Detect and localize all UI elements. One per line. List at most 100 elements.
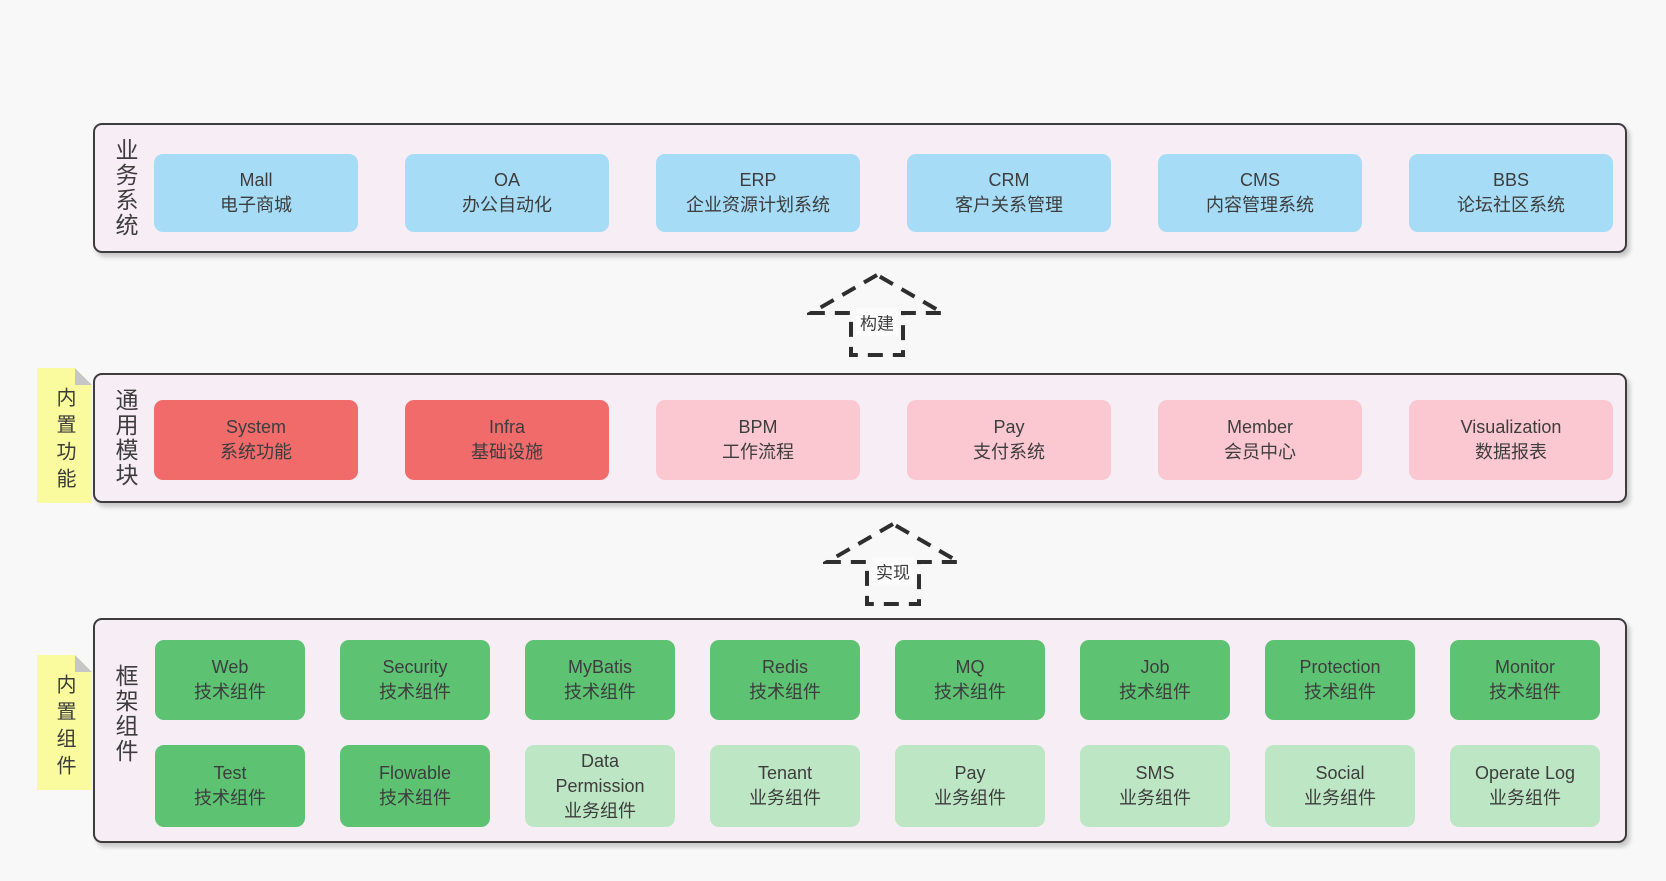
box-title: CRM xyxy=(988,170,1030,190)
box-title: BBS xyxy=(1492,170,1530,190)
box-social: Social 业务组件 xyxy=(1265,745,1415,827)
box-security: Security 技术组件 xyxy=(340,640,490,720)
box-bbs: BBS 论坛社区系统 xyxy=(1409,154,1613,232)
box-subtitle: 电子商城 xyxy=(220,195,292,215)
box-subtitle: 业务组件 xyxy=(934,788,1006,808)
box-pay-module: Pay 支付系统 xyxy=(907,400,1111,480)
box-subtitle: 论坛社区系统 xyxy=(1457,195,1565,215)
box-title: Social xyxy=(1315,763,1365,783)
box-title: Web xyxy=(211,657,249,677)
panel-framework-components: 框架组件 Web 技术组件 Security 技术组件 MyBatis 技术组件… xyxy=(93,618,1627,843)
box-monitor: Monitor 技术组件 xyxy=(1450,640,1600,720)
box-test: Test 技术组件 xyxy=(155,745,305,827)
folded-corner-icon xyxy=(75,368,92,385)
box-flowable: Flowable 技术组件 xyxy=(340,745,490,827)
box-subtitle: 技术组件 xyxy=(379,788,451,808)
box-pay-component: Pay 业务组件 xyxy=(895,745,1045,827)
box-subtitle: 技术组件 xyxy=(194,788,266,808)
box-job: Job 技术组件 xyxy=(1080,640,1230,720)
box-subtitle: 技术组件 xyxy=(1119,682,1191,702)
dashed-up-arrow-icon xyxy=(807,272,947,357)
box-protection: Protection 技术组件 xyxy=(1265,640,1415,720)
common-modules-row: System 系统功能 Infra 基础设施 BPM 工作流程 Pay 支付系统… xyxy=(154,400,1613,480)
box-subtitle: 系统功能 xyxy=(220,442,292,462)
implement-arrow: 实现 xyxy=(823,520,963,608)
dashed-up-arrow-icon xyxy=(823,521,963,606)
box-erp: ERP 企业资源计划系统 xyxy=(656,154,860,232)
box-title: BPM xyxy=(738,417,778,437)
box-title: Data Permission xyxy=(555,750,645,796)
box-mall: Mall 电子商城 xyxy=(154,154,358,232)
box-visualization: Visualization 数据报表 xyxy=(1409,400,1613,480)
box-bpm: BPM 工作流程 xyxy=(656,400,860,480)
box-title: System xyxy=(225,417,286,437)
box-title: Tenant xyxy=(757,763,813,783)
box-subtitle: 内容管理系统 xyxy=(1206,195,1314,215)
box-subtitle: 数据报表 xyxy=(1475,442,1547,462)
box-title: Security xyxy=(382,657,448,677)
box-crm: CRM 客户关系管理 xyxy=(907,154,1111,232)
box-subtitle: 技术组件 xyxy=(1304,682,1376,702)
panel-label: 框架组件 xyxy=(112,664,138,764)
box-title: Operate Log xyxy=(1474,763,1576,783)
box-subtitle: 会员中心 xyxy=(1224,442,1296,462)
business-systems-row: Mall 电子商城 OA 办公自动化 ERP 企业资源计划系统 CRM 客户关系… xyxy=(154,154,1613,232)
box-title: Monitor xyxy=(1494,657,1556,677)
sticky-note-built-in-components: 内置组件 xyxy=(37,655,92,790)
panel-business-systems: 业务系统 Mall 电子商城 OA 办公自动化 ERP 企业资源计划系统 CRM… xyxy=(93,123,1627,253)
box-subtitle: 技术组件 xyxy=(749,682,821,702)
box-subtitle: 企业资源计划系统 xyxy=(686,195,830,215)
box-title: Pay xyxy=(954,763,986,783)
box-title: CMS xyxy=(1240,170,1280,190)
sticky-note-built-in-features: 内置功能 xyxy=(37,368,92,503)
arrow-label: 构建 xyxy=(856,308,898,336)
box-oa: OA 办公自动化 xyxy=(405,154,609,232)
box-subtitle: 技术组件 xyxy=(564,682,636,702)
folded-corner-icon xyxy=(75,655,92,672)
box-title: ERP xyxy=(739,170,777,190)
box-infra: Infra 基础设施 xyxy=(405,400,609,480)
box-subtitle: 技术组件 xyxy=(934,682,1006,702)
box-title: Infra xyxy=(488,417,526,437)
box-title: Protection xyxy=(1299,657,1381,677)
box-title: Pay xyxy=(993,417,1025,437)
box-tenant: Tenant 业务组件 xyxy=(710,745,860,827)
box-mq: MQ 技术组件 xyxy=(895,640,1045,720)
box-subtitle: 技术组件 xyxy=(194,682,266,702)
box-redis: Redis 技术组件 xyxy=(710,640,860,720)
box-title: MQ xyxy=(955,657,985,677)
box-title: Mall xyxy=(239,170,273,190)
box-title: Test xyxy=(213,763,247,783)
panel-label: 业务系统 xyxy=(112,138,138,238)
box-title: Flowable xyxy=(378,763,452,783)
sticky-note-text: 内置功能 xyxy=(53,386,75,495)
box-subtitle: 业务组件 xyxy=(1489,788,1561,808)
box-operate-log: Operate Log 业务组件 xyxy=(1450,745,1600,827)
box-system: System 系统功能 xyxy=(154,400,358,480)
box-subtitle: 支付系统 xyxy=(973,442,1045,462)
box-subtitle: 业务组件 xyxy=(1304,788,1376,808)
box-subtitle: 客户关系管理 xyxy=(955,195,1063,215)
build-arrow: 构建 xyxy=(807,271,947,359)
box-title: SMS xyxy=(1135,763,1175,783)
box-title: OA xyxy=(493,170,520,190)
box-subtitle: 业务组件 xyxy=(749,788,821,808)
framework-row-2: Test 技术组件 Flowable 技术组件 Data Permission … xyxy=(155,745,1600,827)
box-subtitle: 业务组件 xyxy=(564,800,636,821)
framework-row-1: Web 技术组件 Security 技术组件 MyBatis 技术组件 Redi… xyxy=(155,640,1600,720)
box-mybatis: MyBatis 技术组件 xyxy=(525,640,675,720)
sticky-note-text: 内置组件 xyxy=(53,673,75,782)
box-subtitle: 基础设施 xyxy=(471,442,543,462)
arrow-label: 实现 xyxy=(872,557,914,585)
box-subtitle: 工作流程 xyxy=(722,442,794,462)
box-title: Member xyxy=(1226,417,1293,437)
box-title: Visualization xyxy=(1460,417,1562,437)
box-member: Member 会员中心 xyxy=(1158,400,1362,480)
box-subtitle: 技术组件 xyxy=(1489,682,1561,702)
box-subtitle: 办公自动化 xyxy=(462,195,552,215)
box-title: Job xyxy=(1140,657,1170,677)
box-subtitle: 业务组件 xyxy=(1119,788,1191,808)
box-sms: SMS 业务组件 xyxy=(1080,745,1230,827)
box-title: Redis xyxy=(761,657,809,677)
